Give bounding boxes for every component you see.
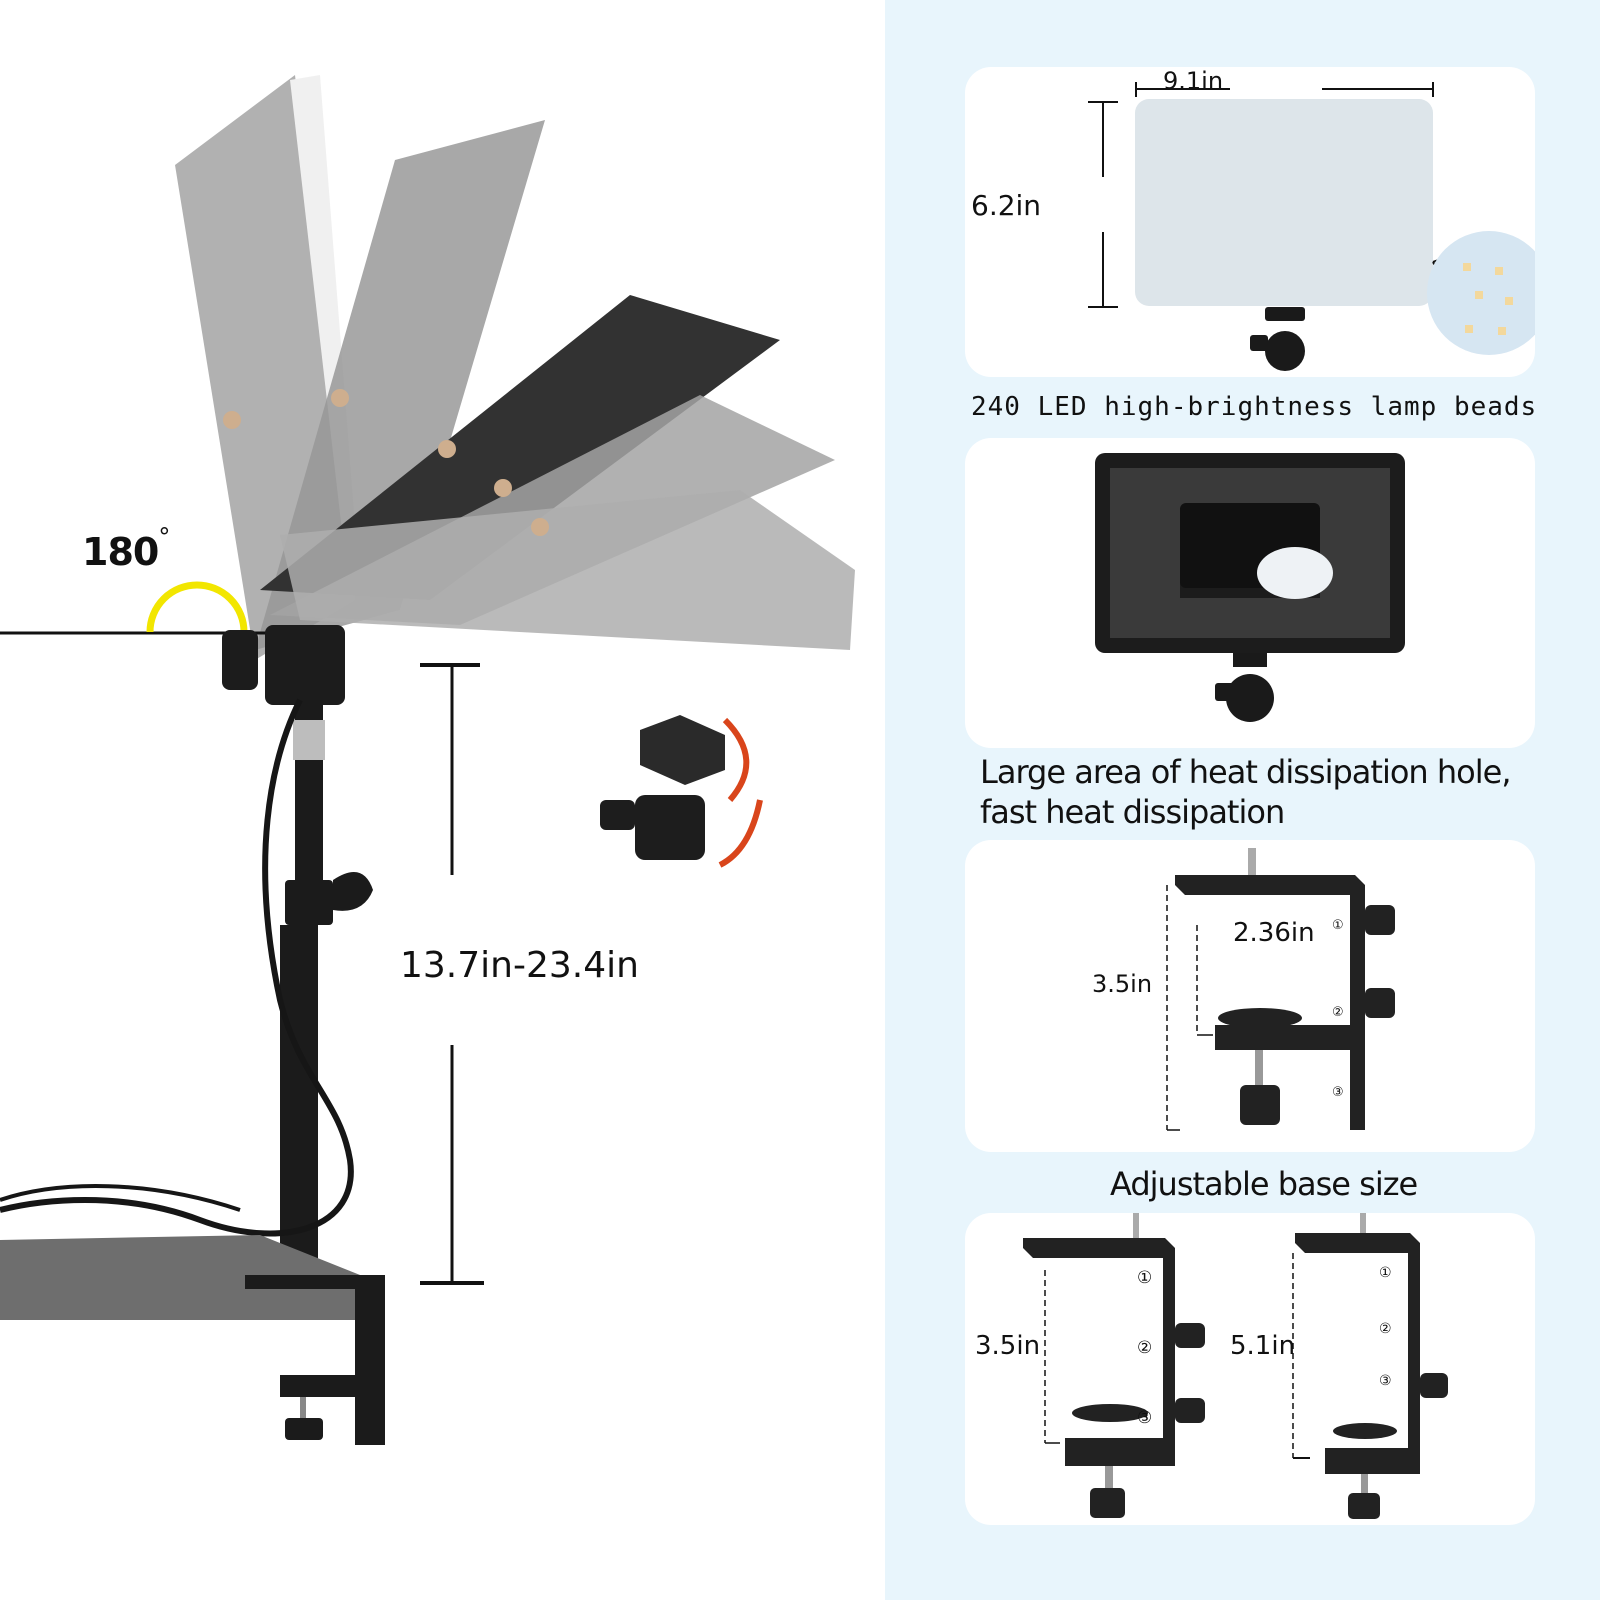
- base-left-position-1: ①: [1137, 1268, 1153, 1288]
- clamp-outer-label: 3.5in: [1092, 970, 1153, 998]
- base-left-position-2: ②: [1137, 1338, 1153, 1358]
- base-left-position-3: ③: [1137, 1408, 1153, 1428]
- panel-width-label: 9.1in: [1163, 67, 1224, 95]
- rotation-angle-label: 180°: [82, 523, 170, 574]
- base-size-card: 3.5in 5.1in ① ② ③ ① ② ③: [965, 1213, 1535, 1525]
- led-beads-caption: 240 LED high-brightness lamp beads: [971, 392, 1538, 422]
- heat-caption-line2: fast heat dissipation: [980, 793, 1285, 831]
- panel-size-card: 9.1in 6.2in: [965, 67, 1535, 377]
- feature-panel: 9.1in 6.2in 240 LED high-brightness lamp…: [885, 0, 1600, 1600]
- stand-illustration-panel: 180° 13.7in-23.4in: [0, 75, 855, 1445]
- adjustable-base-caption: Adjustable base size: [1110, 1165, 1418, 1203]
- base-right-position-2: ②: [1379, 1321, 1392, 1337]
- heat-caption-line1: Large area of heat dissipation hole,: [980, 753, 1511, 791]
- degree-symbol: °: [158, 523, 170, 551]
- base-right-label: 5.1in: [1230, 1331, 1296, 1361]
- clamp-position-1: ①: [1332, 918, 1344, 933]
- rotating-panel-ghosts: [175, 75, 855, 660]
- height-range-label: 13.7in-23.4in: [400, 945, 639, 986]
- heat-caption: Large area of heat dissipation hole, fas…: [980, 752, 1511, 832]
- panel-height-label: 6.2in: [971, 189, 1042, 222]
- led-panel: [1135, 99, 1433, 306]
- light-stand-graphic: [0, 75, 855, 1445]
- clamp-position-2: ②: [1332, 1005, 1344, 1020]
- base-right-position-1: ①: [1379, 1265, 1392, 1281]
- base-right-position-3: ③: [1379, 1373, 1392, 1389]
- ball-head-graphic: [600, 715, 763, 868]
- base-left-label: 3.5in: [975, 1331, 1041, 1361]
- rotation-arc: [146, 581, 248, 633]
- clamp-position-3: ③: [1332, 1085, 1344, 1100]
- heat-dissipation-card: [965, 438, 1535, 748]
- clamp-dimension-card: 3.5in 2.36in ① ② ③: [965, 840, 1535, 1152]
- clamp-inner-label: 2.36in: [1233, 918, 1315, 948]
- rotation-angle-value: 180: [82, 530, 159, 574]
